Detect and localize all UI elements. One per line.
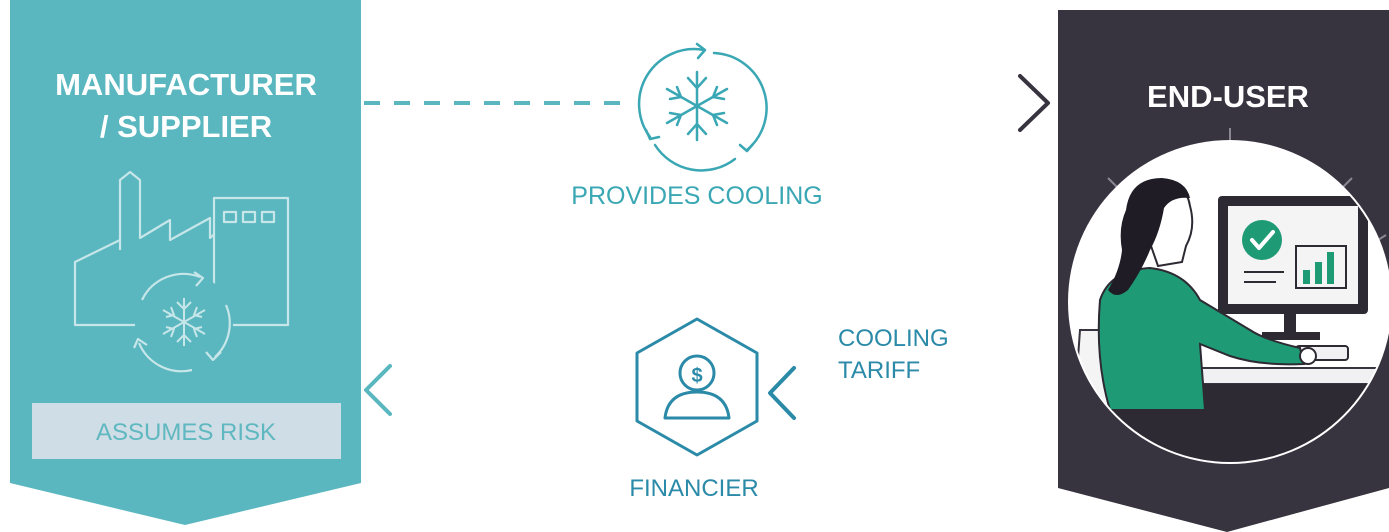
- cooling-tariff-line2: TARIFF: [838, 357, 920, 384]
- cooling-arrow-head: [1018, 74, 1050, 132]
- provides-cooling-label: PROVIDES COOLING: [571, 182, 822, 210]
- tariff-arrow-head: [768, 366, 796, 420]
- end-user-title: END-USER: [1147, 79, 1309, 114]
- manufacturer-title-line2: / SUPPLIER: [100, 109, 272, 144]
- end-user-panel: END-USER: [1058, 10, 1389, 532]
- manufacturer-title-line1: MANUFACTURER: [55, 67, 317, 102]
- svg-text:$: $: [691, 365, 702, 387]
- person-at-computer-illustration: [1068, 140, 1389, 464]
- assumes-risk-box: [32, 403, 341, 459]
- financier-label: FINANCIER: [629, 475, 758, 502]
- financier-arrow-head: [364, 364, 392, 416]
- financier-dollar-person-icon: $: [635, 317, 759, 457]
- assumes-risk-label: ASSUMES RISK: [96, 419, 276, 446]
- cooling-tariff-line1: COOLING: [838, 325, 949, 352]
- provides-cooling-flow: PROVIDES COOLING: [364, 42, 1050, 210]
- snowflake-cycle-icon: [637, 42, 768, 172]
- manufacturer-panel: MANUFACTURER / SUPPLIER: [10, 0, 361, 525]
- ring-tick-marks: [1107, 128, 1387, 241]
- factory-with-cooling-icon: [73, 170, 290, 373]
- tariff-flow: COOLING TARIFF $ FINANCIER: [364, 317, 1058, 502]
- manufacturer-banner: [10, 0, 361, 525]
